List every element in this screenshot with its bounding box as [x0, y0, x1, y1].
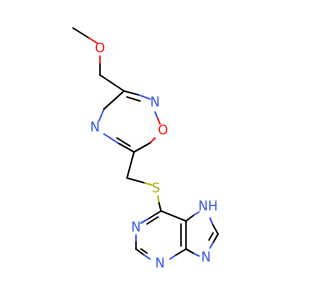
bond-n7-c8	[212, 224, 219, 235]
bond-layer	[72, 27, 219, 260]
bond-methyl-o-red	[88, 37, 98, 44]
atom-s-thioether: S	[152, 182, 160, 197]
bond-n9-c4	[185, 248, 194, 254]
bond-o1-c5-red	[149, 137, 156, 144]
bond-c3-n2-inner	[126, 96, 141, 102]
atom-label-layer: O N O N S NH N N N	[90, 42, 218, 272]
bond-c2-n3-inner	[140, 248, 148, 254]
atom-n-oxadiazole-2: N	[150, 96, 160, 111]
bond-c2-n3-blue	[143, 254, 151, 260]
bond-c6-n1-blue	[140, 218, 149, 224]
bond-c6-n1-inner	[146, 216, 159, 225]
atom-n-pyrimidine-3: N	[155, 257, 165, 272]
bond-n4-c3-black	[103, 90, 125, 110]
bond-c3-n2-blue	[138, 94, 151, 100]
bond-n7-c8-blue	[209, 217, 214, 226]
bond-c8-n9-inner	[208, 232, 214, 241]
bond-c5-n7	[185, 214, 195, 222]
bond-o1-c5	[133, 142, 151, 153]
bond-c5-c6	[160, 210, 187, 222]
atom-n-pyrimidine-1: N	[131, 221, 141, 236]
atom-o-methoxy: O	[95, 42, 105, 57]
bond-s-c6-yellow	[157, 195, 160, 204]
bond-c2-n3	[135, 248, 145, 256]
bond-c5-n4-blue	[103, 133, 119, 144]
atom-n-imidazole-9: N	[201, 251, 211, 266]
molecule-drawing: O N O N S NH N N N	[72, 27, 219, 272]
bond-methyl-o	[72, 27, 90, 39]
bond-s-c6	[158, 202, 162, 212]
bond-ch2-c3	[99, 74, 125, 92]
bond-c5-n4-inner	[116, 137, 131, 147]
bond-n3-c4-blue	[169, 254, 177, 260]
bond-n2-o1-red	[157, 118, 161, 125]
bond-c3-n2	[123, 90, 140, 96]
bond-c5-ch2	[126, 151, 135, 179]
bond-n2-o1	[154, 111, 159, 120]
atom-n-oxadiazole-4: N	[90, 121, 100, 136]
bond-n3-c4	[175, 248, 187, 256]
chemical-structure-canvas: O N O N S NH N N N	[72, 27, 219, 272]
bond-c5-n4	[117, 142, 135, 153]
bond-n9-c4-blue	[192, 252, 200, 257]
bond-ch2-s-yellow	[144, 182, 153, 186]
bond-c8-n9-blue	[209, 242, 214, 249]
bond-c8-n9	[212, 233, 219, 244]
atom-nh-imidazole: NH	[198, 200, 218, 215]
atom-o-oxadiazole-1: O	[158, 124, 168, 139]
bond-c5-n7-blue	[193, 211, 200, 216]
bond-ch2-s	[126, 177, 146, 184]
bond-n4-c3	[98, 108, 105, 122]
bond-c6-n1	[147, 210, 162, 220]
